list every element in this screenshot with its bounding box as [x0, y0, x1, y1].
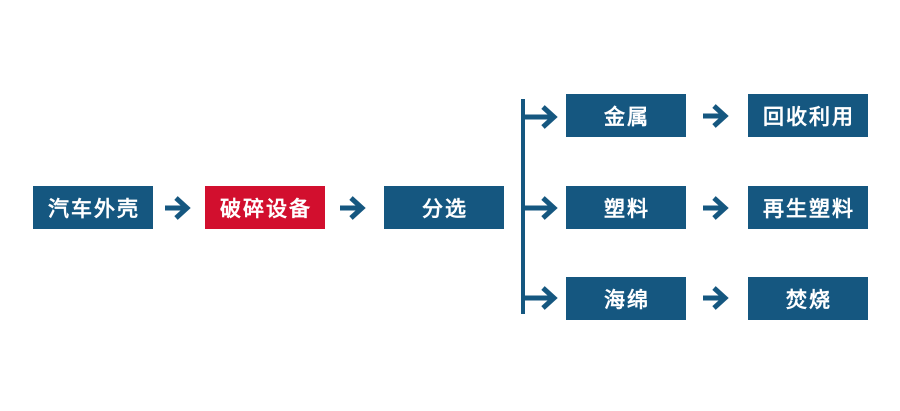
node-crushing-equipment: 破碎设备 — [205, 186, 325, 229]
node-car-shell: 汽车外壳 — [33, 186, 153, 229]
node-sorting: 分选 — [384, 186, 504, 229]
arrow-right-icon — [703, 104, 729, 128]
arrow-right-icon — [523, 105, 558, 129]
arrow-right-icon — [165, 196, 191, 220]
arrow-right-icon — [703, 286, 729, 310]
node-sponge: 海绵 — [566, 277, 686, 320]
node-recycled-plastic: 再生塑料 — [748, 186, 868, 229]
node-recycling-use: 回收利用 — [748, 94, 868, 137]
node-incineration: 焚烧 — [748, 277, 868, 320]
node-metal: 金属 — [566, 94, 686, 137]
arrow-right-icon — [523, 196, 558, 220]
arrow-right-icon — [523, 286, 558, 310]
arrow-right-icon — [340, 196, 366, 220]
node-plastic: 塑料 — [566, 186, 686, 229]
arrow-right-icon — [703, 196, 729, 220]
